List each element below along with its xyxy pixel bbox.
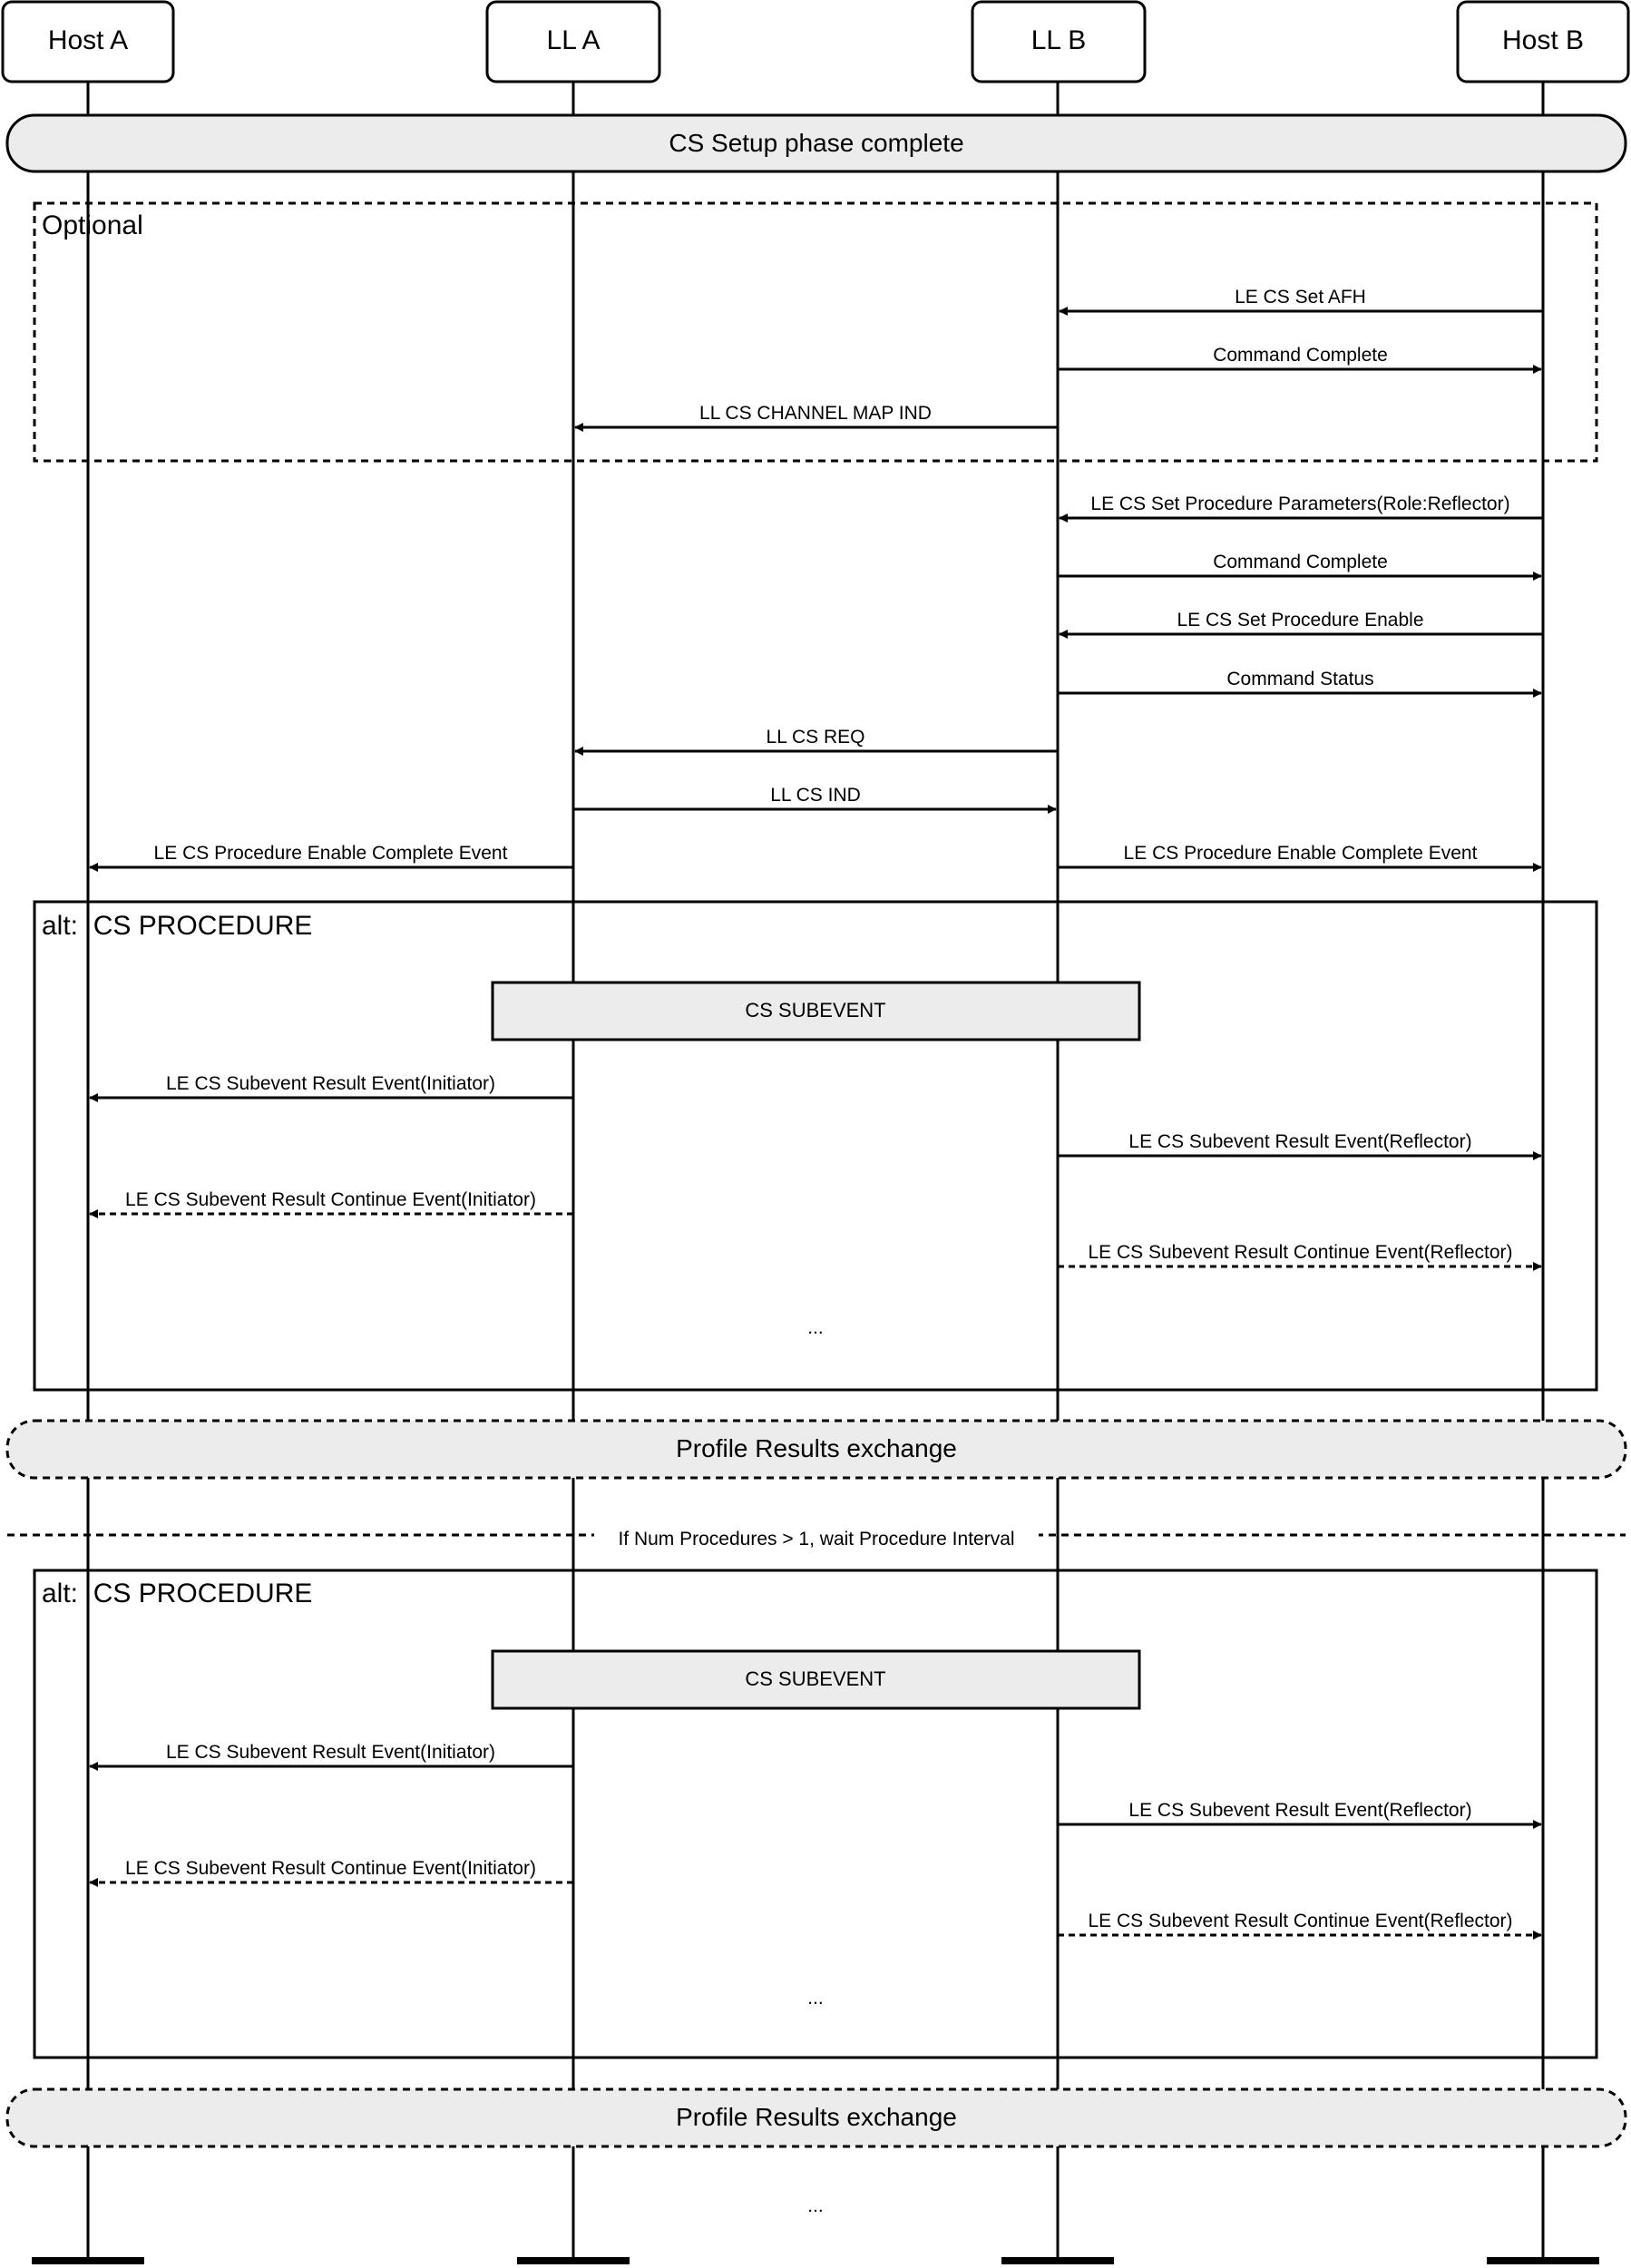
setup-banner-label: CS Setup phase complete <box>669 129 963 157</box>
message-4: LE CS Set Procedure Parameters(Role:Refl… <box>1059 494 1543 523</box>
subevent-box-2: CS SUBEVENT <box>491 1649 1141 1710</box>
message-9: LL CS IND <box>573 785 1057 814</box>
message-15: LE CS Subevent Result Continue Event(Ref… <box>1058 1242 1542 1271</box>
lifeline-end-ll-b <box>1001 2257 1114 2264</box>
message-label: Command Complete <box>1213 552 1388 572</box>
profile-banner-2: Profile Results exchange <box>5 2087 1627 2148</box>
profile-banner-1-label: Profile Results exchange <box>676 1434 957 1462</box>
message-5: Command Complete <box>1058 552 1542 581</box>
message-label: LE CS Subevent Result Continue Event(Ref… <box>1088 1911 1512 1931</box>
profile-banner-1: Profile Results exchange <box>5 1419 1627 1480</box>
subevent-box-2-label: CS SUBEVENT <box>745 1667 885 1690</box>
lifeline-end-host-a <box>32 2257 144 2264</box>
message-label: LE CS Set Procedure Parameters(Role:Refl… <box>1090 494 1509 514</box>
message-17: LE CS Subevent Result Event(Reflector) <box>1058 1800 1542 1829</box>
message-label: LE CS Subevent Result Event(Reflector) <box>1128 1131 1471 1152</box>
message-6: LE CS Set Procedure Enable <box>1059 610 1543 639</box>
ellipsis-2: ... <box>807 1988 824 2009</box>
subevent-box-1-label: CS SUBEVENT <box>745 999 885 1022</box>
message-label: LE CS Subevent Result Event(Initiator) <box>166 1073 495 1094</box>
message-12: LE CS Subevent Result Event(Initiator) <box>89 1073 573 1102</box>
alt-frame-2: alt: CS PROCEDURE <box>33 1569 1598 2059</box>
message-label: LE CS Set AFH <box>1235 287 1366 308</box>
message-10: LE CS Procedure Enable Complete Event <box>89 843 573 872</box>
participant-ll-b: LL B <box>971 0 1147 83</box>
message-8: LL CS REQ <box>574 727 1058 756</box>
message-label: Command Complete <box>1213 345 1388 366</box>
message-label: LE CS Subevent Result Continue Event(Ini… <box>125 1858 536 1879</box>
message-label: LE CS Procedure Enable Complete Event <box>1124 843 1478 864</box>
message-label: LE CS Set Procedure Enable <box>1177 610 1424 631</box>
message-label: LE CS Subevent Result Continue Event(Ini… <box>125 1189 536 1210</box>
alt-frame-1-label: alt: CS PROCEDURE <box>42 911 312 941</box>
message-3: LL CS CHANNEL MAP IND <box>574 403 1058 432</box>
message-label: LE CS Subevent Result Event(Initiator) <box>166 1742 495 1763</box>
lifelines <box>86 82 1545 2259</box>
participant-ll-b-label: LL B <box>1031 25 1087 55</box>
setup-banner: CS Setup phase complete <box>5 113 1627 173</box>
message-label: LE CS Procedure Enable Complete Event <box>154 843 508 864</box>
message-label: LL CS IND <box>770 785 861 806</box>
participant-headers: Host A LL A LL B Host B <box>1 0 1630 83</box>
participant-host-b: Host B <box>1456 0 1630 83</box>
participant-host-a-label: Host A <box>48 25 128 55</box>
message-label: LE CS Subevent Result Continue Event(Ref… <box>1088 1242 1512 1263</box>
lifeline-end-host-b <box>1487 2257 1599 2264</box>
message-13: LE CS Subevent Result Event(Reflector) <box>1058 1131 1542 1160</box>
message-16: LE CS Subevent Result Event(Initiator) <box>89 1742 573 1771</box>
message-2: Command Complete <box>1058 345 1542 374</box>
lifeline-end-ll-a <box>517 2257 630 2264</box>
message-1: LE CS Set AFH <box>1059 287 1543 316</box>
participant-host-b-label: Host B <box>1502 25 1584 55</box>
participant-ll-a-label: LL A <box>547 25 601 55</box>
participant-host-a: Host A <box>1 0 175 83</box>
optional-frame: Optional <box>33 201 1598 463</box>
messages: LE CS Set AFH Command Complete LL CS CHANN… <box>89 287 1543 1940</box>
message-19: LE CS Subevent Result Continue Event(Ref… <box>1058 1911 1542 1940</box>
message-label: LL CS CHANNEL MAP IND <box>699 403 932 424</box>
message-7: Command Status <box>1058 669 1542 698</box>
procedure-divider-label: If Num Procedures > 1, wait Procedure In… <box>618 1529 1014 1549</box>
ellipsis-1: ... <box>807 1317 824 1338</box>
alt-frame-1: alt: CS PROCEDURE <box>33 900 1598 1392</box>
message-label: Command Status <box>1226 669 1373 689</box>
lifeline-ends <box>32 2257 1599 2264</box>
procedure-divider: If Num Procedures > 1, wait Procedure In… <box>7 1520 1626 1567</box>
message-11: LE CS Procedure Enable Complete Event <box>1058 843 1542 872</box>
participant-ll-a: LL A <box>485 0 661 83</box>
optional-frame-label: Optional <box>42 210 143 240</box>
message-label: LL CS REQ <box>767 727 865 748</box>
subevent-box-1: CS SUBEVENT <box>491 981 1141 1041</box>
message-14: LE CS Subevent Result Continue Event(Ini… <box>89 1189 573 1218</box>
message-label: LE CS Subevent Result Event(Reflector) <box>1128 1800 1471 1821</box>
ellipsis-3: ... <box>807 2195 824 2216</box>
message-18: LE CS Subevent Result Continue Event(Ini… <box>89 1858 573 1887</box>
alt-frame-2-label: alt: CS PROCEDURE <box>42 1579 312 1608</box>
profile-banner-2-label: Profile Results exchange <box>676 2103 957 2131</box>
